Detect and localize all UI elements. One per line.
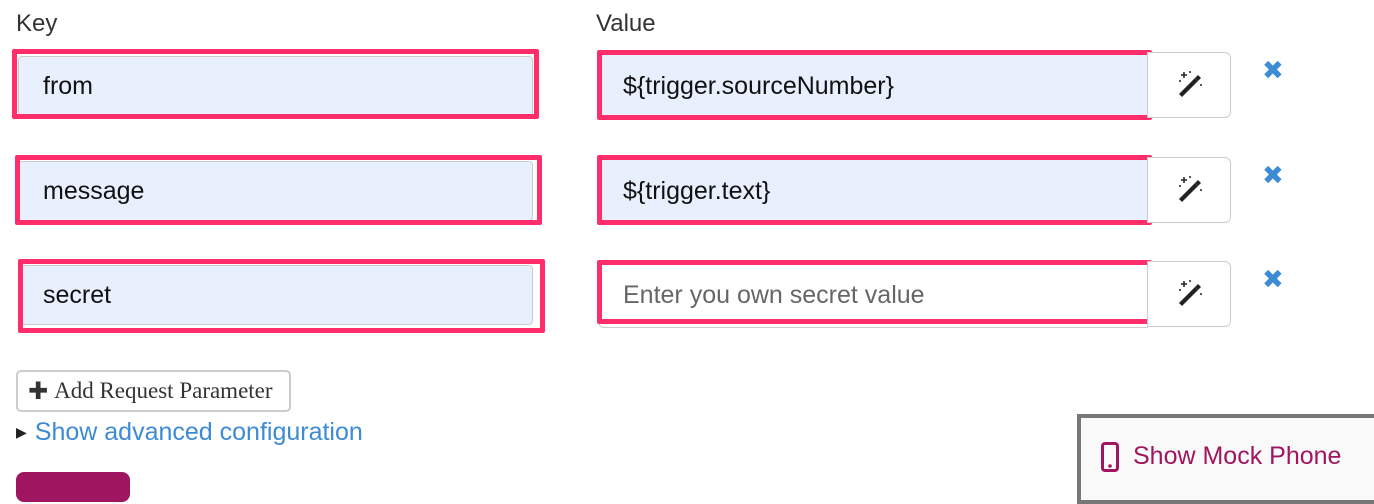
mobile-phone-icon — [1101, 442, 1119, 472]
param-key-input[interactable]: message — [18, 161, 533, 221]
show-advanced-configuration-link[interactable]: ▶ Show advanced configuration — [16, 418, 363, 446]
key-header: Key — [16, 10, 58, 37]
magic-wand-icon — [1175, 174, 1203, 207]
submit-button[interactable] — [16, 472, 130, 502]
value-header: Value — [596, 10, 656, 37]
remove-parameter-button[interactable]: ✖ — [1262, 160, 1284, 191]
param-key-input[interactable]: secret — [18, 265, 533, 325]
magic-wand-icon — [1175, 278, 1203, 311]
param-value-input[interactable]: Enter you own secret value — [598, 262, 1148, 328]
magic-wand-button[interactable] — [1147, 52, 1231, 118]
param-value-input[interactable]: ${trigger.sourceNumber} — [598, 53, 1148, 119]
close-icon: ✖ — [1262, 265, 1284, 295]
remove-parameter-button[interactable]: ✖ — [1262, 264, 1284, 295]
param-key-input[interactable]: from — [18, 56, 533, 116]
param-value-input[interactable]: ${trigger.text} — [598, 158, 1148, 224]
plus-icon: ✚ — [28, 377, 49, 405]
magic-wand-icon — [1175, 69, 1203, 102]
caret-right-icon: ▶ — [16, 424, 27, 440]
magic-wand-button[interactable] — [1147, 261, 1231, 327]
close-icon: ✖ — [1262, 161, 1284, 191]
show-mock-phone-button[interactable]: Show Mock Phone — [1077, 414, 1374, 504]
remove-parameter-button[interactable]: ✖ — [1262, 55, 1284, 86]
magic-wand-button[interactable] — [1147, 157, 1231, 223]
close-icon: ✖ — [1262, 56, 1284, 86]
add-request-parameter-button[interactable]: ✚ Add Request Parameter — [16, 370, 291, 412]
